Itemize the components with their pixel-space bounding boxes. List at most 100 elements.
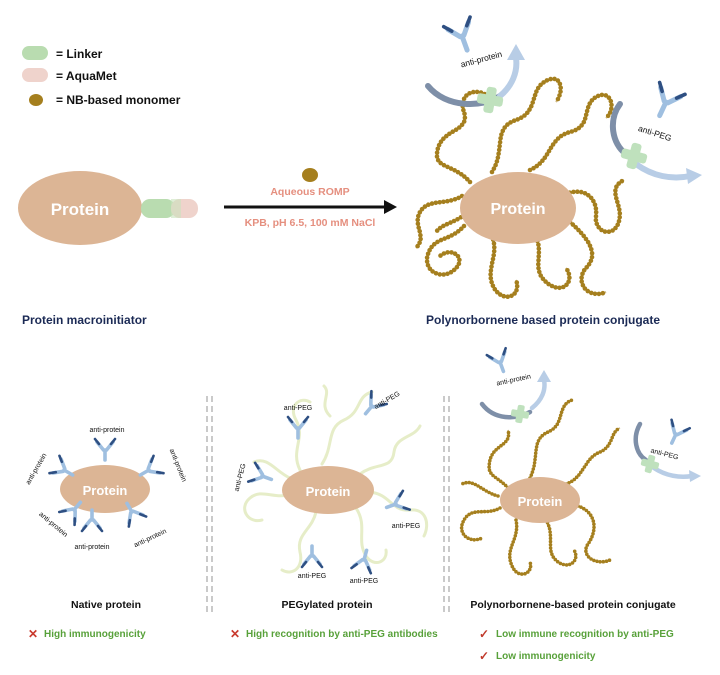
- polymer-chain: [528, 398, 574, 480]
- antibody-label: anti-protein: [496, 373, 532, 387]
- aquamet-swatch: [22, 68, 48, 82]
- protein-blob: [282, 466, 374, 514]
- panel-title: PEGylated protein: [281, 599, 372, 611]
- antibody-label: anti-PEG: [233, 463, 247, 492]
- protein-label: Protein: [51, 200, 110, 219]
- cross-icon: ✕: [28, 627, 38, 641]
- antibody-label: anti-PEG: [350, 578, 378, 585]
- panel-title: Polynorbornene-based protein conjugate: [470, 599, 676, 611]
- blocked-binding-icon: [509, 403, 531, 425]
- polymer-chain: [487, 429, 512, 492]
- antibody: anti-PEG: [298, 544, 326, 580]
- antibody: anti-protein: [89, 427, 125, 462]
- antibody-icon: [647, 82, 685, 121]
- conjugate-caption: Polynorbornene based protein conjugate: [426, 313, 660, 327]
- deflect-arrow: [633, 161, 693, 181]
- deflect-arrowhead: [507, 44, 525, 60]
- antibody: anti-protein: [37, 494, 90, 539]
- panel-native-protein: Protein anti-protein anti-protein anti-p…: [25, 427, 187, 641]
- macroinitiator-caption: Protein macroinitiator: [22, 313, 147, 327]
- polymer-chains: [415, 76, 625, 300]
- protein-label: Protein: [83, 483, 128, 498]
- antibody-icon: [80, 508, 104, 533]
- polymer-chain: [434, 89, 491, 185]
- antibody-icon: [93, 437, 117, 462]
- verdict-text: Low immune recognition by anti-PEG: [496, 629, 674, 640]
- panel-polynorbornene-conjugate: Protein anti-protein anti-PEG Polynorbor…: [459, 346, 701, 663]
- antibody-icon: [444, 17, 481, 55]
- antibody-label: anti-PEG: [637, 123, 673, 143]
- panel-dividers: [206, 396, 450, 612]
- verdict-text: Low immunogenicity: [496, 651, 596, 662]
- polymer-chain: [544, 518, 578, 567]
- reaction-name: Aqueous ROMP: [270, 186, 349, 198]
- polymer-chain: [576, 504, 612, 564]
- reaction-conditions: KPB, pH 6.5, 100 mM NaCl: [245, 217, 376, 229]
- antibody-label: anti-PEG: [298, 573, 326, 580]
- antibody-label: anti-protein: [74, 544, 109, 551]
- antibody-icon: [381, 489, 412, 519]
- protein-label: Protein: [518, 494, 563, 509]
- antibody-icon: [660, 418, 692, 450]
- legend: = Linker = AquaMet = NB-based monomer: [22, 46, 181, 107]
- antibody-label: anti-protein: [133, 528, 168, 549]
- antibody-label: anti-protein: [89, 427, 124, 434]
- polymer-chain: [461, 480, 500, 498]
- monomer-swatch: [29, 94, 43, 106]
- protein-macroinitiator: Protein: [18, 171, 198, 245]
- antibody: anti-protein: [74, 508, 110, 551]
- deflect-arrowhead: [686, 168, 702, 184]
- polymer-chain: [424, 223, 467, 277]
- legend-aquamet-label: = AquaMet: [56, 69, 117, 83]
- antibody-icon: [246, 461, 277, 491]
- reaction-arrow: Aqueous ROMP KPB, pH 6.5, 100 mM NaCl: [224, 168, 397, 229]
- panel-title: Native protein: [71, 599, 141, 611]
- protein-blob: [18, 171, 142, 245]
- protein-blob: [460, 172, 576, 244]
- top-conjugate: Protein anti-protein anti-PEG: [415, 17, 702, 300]
- polymer-chain: [489, 76, 563, 175]
- protein-label: Protein: [490, 201, 545, 218]
- antibody: anti-PEG: [284, 405, 312, 440]
- check-icon: ✓: [479, 627, 489, 641]
- antibody-icon: [300, 544, 324, 569]
- linker-swatch: [22, 46, 48, 60]
- antibody-label: anti-protein: [168, 448, 188, 483]
- antibody: anti-PEG: [233, 461, 277, 492]
- check-icon: ✓: [479, 649, 489, 663]
- polymer-chain: [508, 518, 533, 576]
- antibody-label: anti-protein: [25, 452, 49, 486]
- verdict-text: High recognition by anti-PEG antibodies: [246, 629, 438, 640]
- blocked-binding-icon: [474, 84, 506, 116]
- legend-linker-label: = Linker: [56, 47, 103, 61]
- polymer-chain: [415, 193, 465, 249]
- antibody-icon: [286, 415, 310, 440]
- anti-peg-antibody: anti-PEG: [609, 82, 702, 184]
- polymer-chain: [563, 178, 625, 234]
- linker-segment: [141, 199, 175, 218]
- antibody-label: anti-PEG: [373, 391, 401, 411]
- protein-label: Protein: [306, 484, 351, 499]
- protein-blob: [60, 465, 150, 513]
- antibody-label: anti-PEG: [392, 523, 420, 530]
- panel-pegylated-protein: Protein anti-PEG anti-PEG anti-PEG anti-…: [230, 384, 438, 641]
- anti-peg-antibody: anti-PEG: [633, 418, 701, 482]
- antibody-icon: [485, 346, 515, 377]
- antibody-label: anti-protein: [37, 511, 68, 539]
- antibody-label: anti-PEG: [284, 405, 312, 412]
- arrow-head: [384, 200, 397, 214]
- polymer-chain: [459, 506, 502, 542]
- deflect-arrow: [497, 55, 520, 99]
- cross-icon: ✕: [230, 627, 240, 641]
- monomer-icon: [302, 168, 318, 182]
- verdict-text: High immunogenicity: [44, 629, 146, 640]
- anti-protein-antibody: anti-protein: [425, 17, 525, 116]
- approach-arrow: [609, 101, 629, 157]
- legend-monomer-label: = NB-based monomer: [56, 93, 181, 107]
- polymer-chain: [527, 92, 614, 173]
- antibody: anti-PEG: [349, 545, 378, 585]
- polymer-chain: [564, 427, 621, 486]
- polymer-chains: [459, 398, 621, 576]
- protein-blob: [500, 477, 580, 523]
